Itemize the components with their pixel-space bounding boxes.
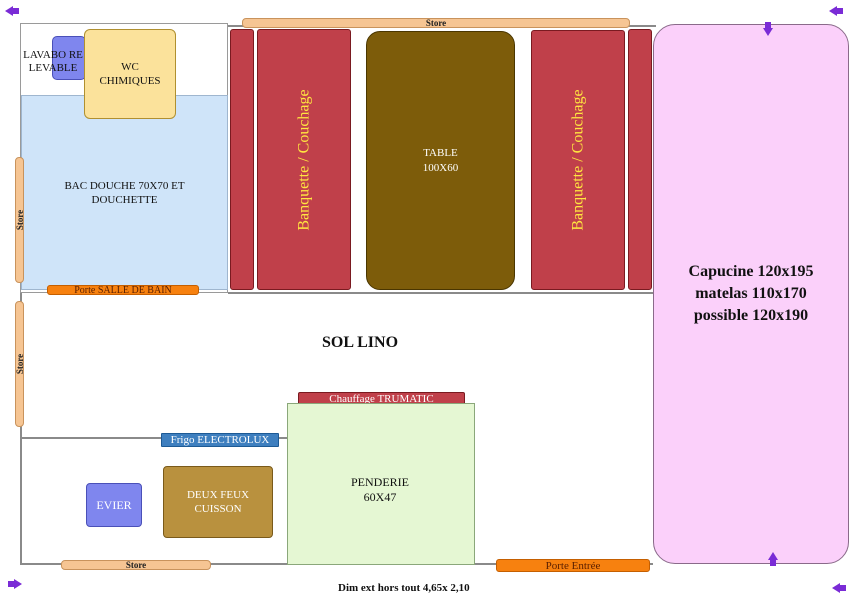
dimensions-label: Dim ext hors tout 4,65x 2,10 bbox=[338, 582, 470, 594]
bench-left: Banquette / Couchage bbox=[257, 29, 351, 290]
chemical-toilet: WC CHIMIQUES bbox=[84, 29, 176, 119]
blind-left-lower: Store bbox=[15, 301, 25, 427]
direction-arrow-icon bbox=[762, 22, 774, 36]
toilet-label: WC CHIMIQUES bbox=[99, 61, 161, 87]
direction-arrow-icon bbox=[8, 578, 22, 590]
living-area-divider bbox=[228, 292, 653, 294]
direction-arrow-icon bbox=[829, 5, 843, 17]
blind-bottom: Store bbox=[61, 560, 211, 570]
washbasin bbox=[52, 36, 86, 80]
floor-outline bbox=[20, 293, 22, 563]
direction-arrow-icon bbox=[832, 582, 846, 594]
wardrobe bbox=[287, 403, 475, 565]
cab-over-label: Capucine 120x195 matelas 110x170 possibl… bbox=[688, 263, 814, 324]
bench-left-label: Banquette / Couchage bbox=[295, 88, 313, 231]
entrance-door: Porte Entrée bbox=[496, 559, 650, 572]
floor-label: SOL LINO bbox=[322, 334, 399, 351]
cab-over-bed: Capucine 120x195 matelas 110x170 possibl… bbox=[653, 24, 849, 564]
fridge: Frigo ELECTROLUX bbox=[161, 433, 279, 447]
bathroom-door: Porte SALLE DE BAIN bbox=[47, 285, 199, 296]
wardrobe-label: PENDERIE 60X47 bbox=[351, 475, 409, 504]
blind-top: Store bbox=[242, 18, 630, 28]
bench-side-right bbox=[628, 29, 652, 290]
direction-arrow-icon bbox=[767, 552, 779, 566]
shower-tray: BAC DOUCHE 70X70 ET DOUCHETTE bbox=[21, 95, 228, 290]
table-label: TABLE 100X60 bbox=[422, 146, 459, 174]
cooktop: DEUX FEUX CUISSON bbox=[163, 466, 273, 538]
bench-side-left bbox=[230, 29, 254, 290]
blind-left-upper: Store bbox=[15, 157, 25, 283]
washbasin-label: LAVABO RELEVABLE bbox=[23, 49, 83, 74]
bench-right-label: Banquette / Couchage bbox=[569, 89, 587, 231]
shower-label: BAC DOUCHE 70X70 ET DOUCHETTE bbox=[64, 179, 185, 206]
direction-arrow-icon bbox=[5, 5, 19, 17]
bench-right: Banquette / Couchage bbox=[531, 30, 625, 290]
dining-table: TABLE 100X60 bbox=[366, 31, 515, 290]
sink: EVIER bbox=[86, 483, 142, 527]
